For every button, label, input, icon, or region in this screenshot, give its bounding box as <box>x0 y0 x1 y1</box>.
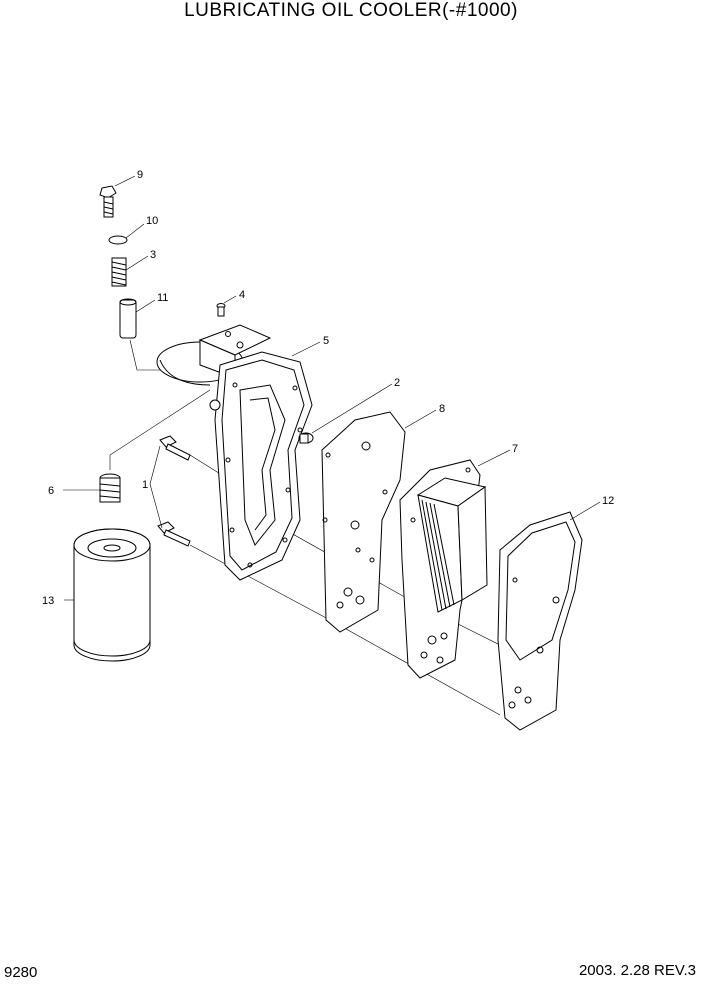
callout-10: 10 <box>146 215 158 227</box>
plug-part-2 <box>298 432 314 444</box>
callout-5: 5 <box>323 335 329 347</box>
housing-part-5 <box>156 324 313 581</box>
gasket-part-12 <box>497 511 583 731</box>
oring-part-10 <box>108 235 128 245</box>
callout-9: 9 <box>137 169 143 181</box>
diagram-title: LUBRICATING OIL COOLER(-#1000) <box>184 0 518 21</box>
callout-11: 11 <box>157 292 168 304</box>
cooler-part-7 <box>399 459 488 679</box>
nipple-part-6 <box>99 473 121 503</box>
callout-2: 2 <box>394 377 400 389</box>
callout-13: 13 <box>42 595 54 607</box>
callout-6: 6 <box>48 485 54 497</box>
filter-part-13 <box>73 528 151 662</box>
bolt-part-1-lower <box>157 521 191 547</box>
screw-part-4 <box>216 303 226 317</box>
callout-leaders <box>63 175 601 601</box>
gasket-part-8 <box>321 411 406 633</box>
page-number: 9280 <box>4 964 38 981</box>
valve-part-11 <box>119 298 137 339</box>
callout-12: 12 <box>602 495 614 507</box>
revision-date: 2003. 2.28 REV.3 <box>578 962 696 979</box>
callout-1: 1 <box>142 479 148 491</box>
callout-7: 7 <box>512 443 518 455</box>
bolt-part-1-upper <box>159 435 191 461</box>
bolt-part-9 <box>99 185 117 218</box>
spring-part-3 <box>111 257 127 287</box>
callout-4: 4 <box>239 289 245 301</box>
callout-8: 8 <box>439 403 445 415</box>
callout-3: 3 <box>150 249 156 261</box>
